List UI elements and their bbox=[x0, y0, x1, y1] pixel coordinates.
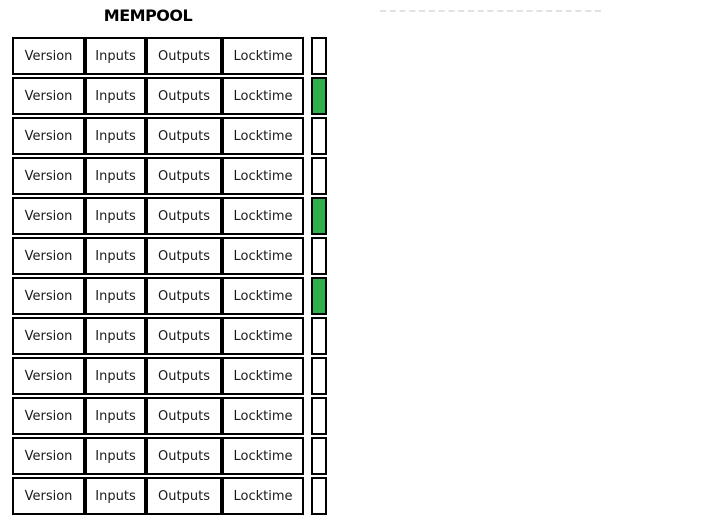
mempool-transaction-row: Version Inputs Outputs Locktime bbox=[12, 77, 327, 115]
tx-field-inputs: Inputs bbox=[85, 357, 146, 395]
tx-field-outputs: Outputs bbox=[146, 277, 222, 315]
tx-field-outputs: Outputs bbox=[146, 37, 222, 75]
tx-field-version: Version bbox=[12, 277, 85, 315]
tx-field-version: Version bbox=[12, 37, 85, 75]
mempool-transaction-row: Version Inputs Outputs Locktime bbox=[12, 117, 327, 155]
mempool-transaction-row: Version Inputs Outputs Locktime bbox=[12, 357, 327, 395]
tx-field-inputs: Inputs bbox=[85, 77, 146, 115]
mempool-transaction-row: Version Inputs Outputs Locktime bbox=[12, 157, 327, 195]
tx-field-version: Version bbox=[12, 237, 85, 275]
tx-field-version: Version bbox=[12, 397, 85, 435]
tx-status-indicator bbox=[311, 237, 327, 275]
tx-status-indicator bbox=[311, 397, 327, 435]
tx-field-version: Version bbox=[12, 197, 85, 235]
mempool-list: Version Inputs Outputs Locktime Version … bbox=[12, 37, 327, 517]
tx-field-outputs: Outputs bbox=[146, 77, 222, 115]
tx-field-inputs: Inputs bbox=[85, 317, 146, 355]
tx-field-version: Version bbox=[12, 437, 85, 475]
tx-field-outputs: Outputs bbox=[146, 437, 222, 475]
tx-status-indicator bbox=[311, 37, 327, 75]
tx-field-outputs: Outputs bbox=[146, 477, 222, 515]
tx-field-outputs: Outputs bbox=[146, 397, 222, 435]
mempool-transaction-row: Version Inputs Outputs Locktime bbox=[12, 37, 327, 75]
tx-field-inputs: Inputs bbox=[85, 197, 146, 235]
tx-field-version: Version bbox=[12, 157, 85, 195]
mempool-transaction-row: Version Inputs Outputs Locktime bbox=[12, 197, 327, 235]
tx-status-indicator bbox=[311, 157, 327, 195]
tx-field-locktime: Locktime bbox=[222, 77, 304, 115]
mempool-transaction-row: Version Inputs Outputs Locktime bbox=[12, 277, 327, 315]
tx-field-version: Version bbox=[12, 317, 85, 355]
tx-field-inputs: Inputs bbox=[85, 437, 146, 475]
mempool-transaction-row: Version Inputs Outputs Locktime bbox=[12, 237, 327, 275]
mempool-transaction-row: Version Inputs Outputs Locktime bbox=[12, 437, 327, 475]
tx-status-indicator bbox=[311, 477, 327, 515]
tx-field-locktime: Locktime bbox=[222, 157, 304, 195]
tx-field-outputs: Outputs bbox=[146, 117, 222, 155]
block-placeholder-dashed-line bbox=[380, 10, 601, 12]
tx-status-indicator bbox=[311, 77, 327, 115]
tx-field-outputs: Outputs bbox=[146, 357, 222, 395]
tx-field-inputs: Inputs bbox=[85, 117, 146, 155]
tx-field-locktime: Locktime bbox=[222, 437, 304, 475]
tx-field-inputs: Inputs bbox=[85, 477, 146, 515]
tx-field-locktime: Locktime bbox=[222, 317, 304, 355]
tx-field-locktime: Locktime bbox=[222, 277, 304, 315]
mempool-transaction-row: Version Inputs Outputs Locktime bbox=[12, 317, 327, 355]
tx-field-locktime: Locktime bbox=[222, 37, 304, 75]
tx-field-outputs: Outputs bbox=[146, 237, 222, 275]
tx-field-inputs: Inputs bbox=[85, 277, 146, 315]
tx-field-inputs: Inputs bbox=[85, 237, 146, 275]
tx-field-locktime: Locktime bbox=[222, 237, 304, 275]
tx-status-indicator bbox=[311, 277, 327, 315]
tx-field-inputs: Inputs bbox=[85, 397, 146, 435]
tx-status-indicator bbox=[311, 197, 327, 235]
tx-field-inputs: Inputs bbox=[85, 37, 146, 75]
tx-field-version: Version bbox=[12, 477, 85, 515]
tx-field-outputs: Outputs bbox=[146, 157, 222, 195]
tx-field-outputs: Outputs bbox=[146, 317, 222, 355]
tx-field-version: Version bbox=[12, 117, 85, 155]
tx-status-indicator bbox=[311, 317, 327, 355]
tx-status-indicator bbox=[311, 357, 327, 395]
tx-field-locktime: Locktime bbox=[222, 197, 304, 235]
tx-field-version: Version bbox=[12, 77, 85, 115]
tx-field-locktime: Locktime bbox=[222, 117, 304, 155]
tx-field-inputs: Inputs bbox=[85, 157, 146, 195]
tx-field-version: Version bbox=[12, 357, 85, 395]
tx-field-locktime: Locktime bbox=[222, 397, 304, 435]
tx-field-locktime: Locktime bbox=[222, 477, 304, 515]
tx-status-indicator bbox=[311, 437, 327, 475]
mempool-title: MEMPOOL bbox=[103, 6, 193, 25]
mempool-transaction-row: Version Inputs Outputs Locktime bbox=[12, 477, 327, 515]
mempool-transaction-row: Version Inputs Outputs Locktime bbox=[12, 397, 327, 435]
tx-status-indicator bbox=[311, 117, 327, 155]
tx-field-locktime: Locktime bbox=[222, 357, 304, 395]
tx-field-outputs: Outputs bbox=[146, 197, 222, 235]
